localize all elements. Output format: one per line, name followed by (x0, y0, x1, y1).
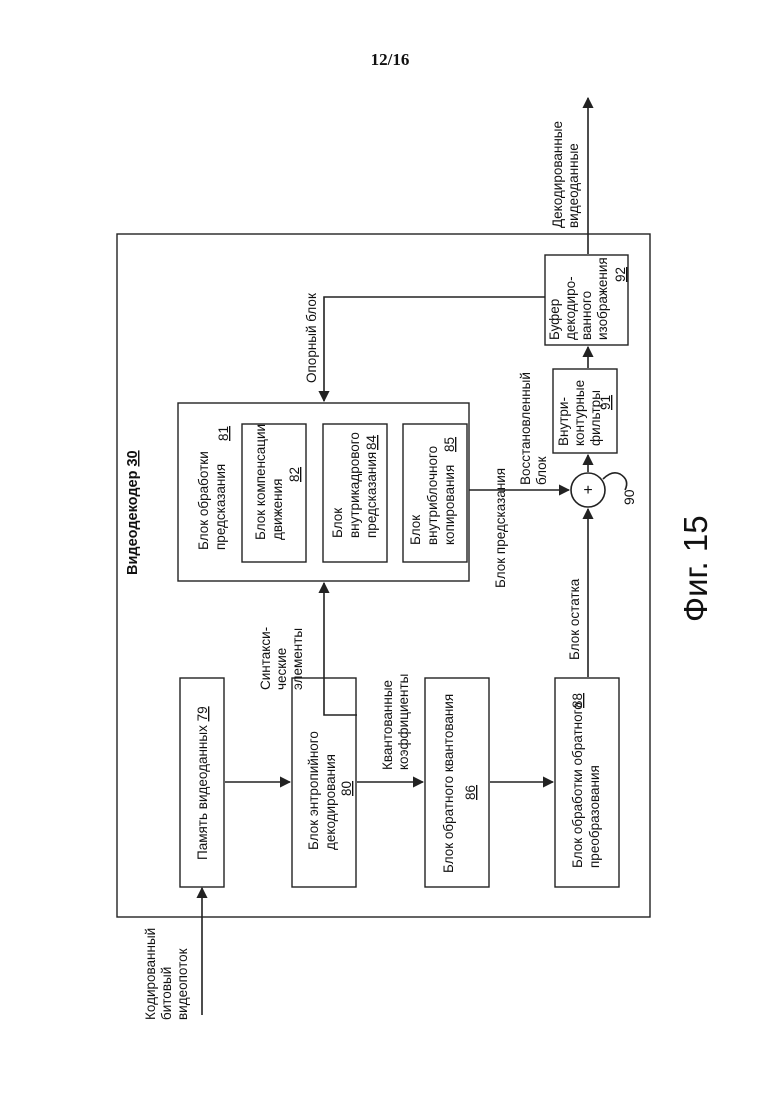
decoder-title: Видеодекодер 30 (125, 450, 141, 575)
prediction-block-label: Блок предсказания (493, 468, 508, 588)
dpb-number: 92 (613, 267, 628, 282)
video-memory-label: Память видеоданных 79 (195, 706, 210, 860)
intra-block-copy-number: 85 (442, 437, 457, 452)
inverse-quantization-number: 86 (463, 785, 478, 800)
summer-symbol: + (583, 482, 592, 499)
inverse-quantization-label: Блок обратного квантования (441, 694, 456, 873)
intra-prediction-number: 84 (364, 434, 379, 450)
loop-filters-number: 91 (598, 395, 613, 410)
residual-block-label: Блок остатка (567, 578, 582, 660)
inverse-transform-number: 88 (570, 693, 585, 708)
entropy-decoding-number: 80 (339, 781, 354, 796)
prediction-processing-number: 81 (216, 426, 231, 441)
summer-number: 90 (621, 489, 637, 505)
figure-label: Фиг. 15 (677, 515, 714, 622)
input-bitstream-label: Кодированный битовый видеопоток (143, 924, 190, 1020)
motion-compensation-number: 82 (287, 467, 302, 482)
quantized-coefficients-label: Квантованные коэффициенты (380, 674, 411, 770)
inverse-quantization-block (425, 678, 489, 887)
reference-block-label: Опорный блок (304, 293, 319, 383)
decoded-video-label: Декодированные видеоданные (550, 117, 581, 228)
